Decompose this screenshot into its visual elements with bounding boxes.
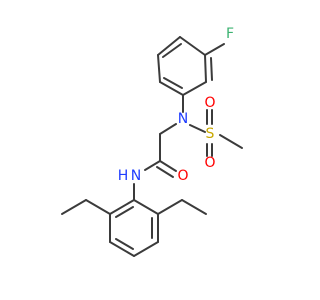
bond bbox=[157, 54, 161, 83]
bond bbox=[204, 43, 225, 56]
bond bbox=[144, 160, 161, 171]
bond bbox=[109, 199, 135, 215]
atom-f: F bbox=[226, 26, 234, 42]
bond bbox=[61, 199, 87, 215]
bond bbox=[133, 199, 159, 215]
atom-labels: F N S O O O N H bbox=[118, 26, 234, 184]
bond bbox=[159, 123, 177, 135]
bond bbox=[109, 241, 135, 257]
bond bbox=[159, 81, 184, 96]
atom-o-carbonyl: O bbox=[177, 168, 188, 184]
atom-o-sulfonyl-lower: O bbox=[204, 155, 215, 171]
bond bbox=[115, 206, 134, 218]
atom-n-sulfonamide: N bbox=[178, 111, 188, 127]
bond bbox=[133, 241, 159, 257]
bond bbox=[163, 77, 183, 89]
bond bbox=[210, 57, 213, 81]
bond bbox=[156, 166, 174, 178]
structure-canvas: F N S O O O N H bbox=[61, 26, 243, 257]
bond bbox=[159, 160, 177, 172]
bond bbox=[157, 36, 181, 56]
bond bbox=[189, 124, 206, 133]
bond bbox=[182, 81, 207, 96]
atom-h-amide: H bbox=[118, 168, 129, 184]
atom-s: S bbox=[206, 126, 215, 142]
bond bbox=[162, 43, 182, 58]
atom-o-sulfonyl-upper: O bbox=[204, 95, 215, 111]
bonds bbox=[61, 36, 243, 257]
bond bbox=[204, 54, 207, 83]
bond bbox=[179, 36, 206, 56]
bond bbox=[157, 199, 183, 215]
chemical-structure: F N S O O O N H bbox=[61, 26, 243, 257]
bond bbox=[219, 134, 243, 149]
bond bbox=[85, 199, 111, 215]
bond bbox=[181, 199, 207, 215]
atom-n-amide: N bbox=[131, 168, 141, 184]
bond bbox=[115, 238, 134, 250]
